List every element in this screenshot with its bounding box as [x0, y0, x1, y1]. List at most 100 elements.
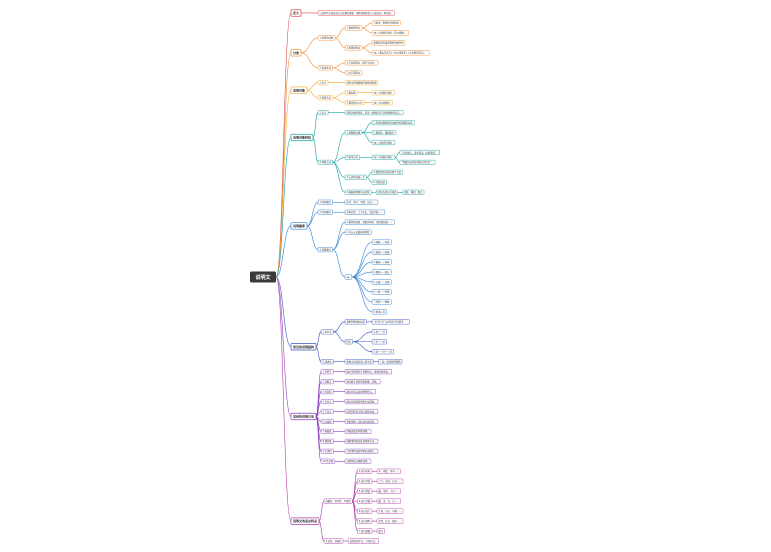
leaf-node[interactable]: 说明对象的特征，是这一事物区别于其他事物的标志。: [344, 110, 404, 116]
topic-node[interactable]: 事物之间层层深入的关系: [344, 359, 374, 365]
leaf-node[interactable]: 使用修辞手法、引用诗文。: [347, 538, 379, 544]
leaf-node[interactable]: 对事物加以解释说明。: [344, 458, 372, 464]
leaf-node[interactable]: 2.归纳总结: [371, 179, 387, 185]
leaf-node[interactable]: 通过举例说明了事物特征，使说明更具体。: [344, 369, 392, 375]
leaf-node[interactable]: 通过数字使说明更准确、具体。: [344, 379, 381, 385]
topic-node[interactable]: 3.表示程度: [357, 488, 373, 494]
topic-node[interactable]: 1.抓题眼关键: [344, 130, 363, 136]
leaf-node[interactable]: 用简明的语言揭示事物本质。: [344, 408, 379, 415]
leaf-node[interactable]: 2.可以从语篇结构判断: [344, 229, 372, 235]
topic-node[interactable]: 2.说明方法: [317, 95, 333, 101]
topic-node[interactable]: 6.分类别: [320, 418, 334, 424]
topic-node[interactable]: 1.表示时间: [357, 468, 373, 474]
topic-node[interactable]: 7.画图表: [320, 428, 334, 434]
leaf-node[interactable]: 4.整体——部分: [371, 269, 392, 275]
leaf-node[interactable]: 最、非常、十分……: [376, 488, 401, 494]
topic-node[interactable]: 3.从说明对象入手: [344, 174, 367, 180]
leaf-node[interactable]: “我国的石拱桥有悠久的历史”: [399, 159, 436, 165]
topic-node[interactable]: 2.看首段中心句: [344, 100, 365, 106]
leaf-node[interactable]: 8.由浅入深: [371, 309, 387, 315]
leaf-node[interactable]: 都、全、仅、只……: [376, 498, 401, 504]
topic-node[interactable]: 7.表示数量: [357, 528, 373, 534]
topic-node[interactable]: 2.表达形式: [317, 65, 333, 71]
topic-node[interactable]: 抓住各部分关键语: [376, 189, 398, 195]
leaf-node[interactable]: 2.原因——结果: [371, 249, 392, 255]
topic-node[interactable]: 6.表示频率: [357, 518, 373, 524]
leaf-node[interactable]: eg:《看云识天气》《向沙漠进军》《大自然的语言》: [371, 50, 430, 56]
topic-node[interactable]: 1.看标题: [344, 90, 358, 96]
topic-node[interactable]: 2.递进式: [320, 359, 334, 365]
branch-node[interactable]: 说明顺序: [290, 222, 308, 230]
leaf-node[interactable]: 2.文艺说明文: [344, 70, 363, 76]
leaf-node[interactable]: 通过比较突出事物的特点。: [344, 389, 376, 395]
topic-node[interactable]: 4.根据说明顺序去提炼: [344, 189, 372, 195]
topic-node[interactable]: 事物的整体和局部: [344, 319, 367, 325]
leaf-node[interactable]: 年代、季节、早晚、先后……: [344, 199, 379, 205]
topic-node[interactable]: 5.下定义: [320, 408, 334, 415]
leaf-node[interactable]: 2.看修饰、限制成分: [371, 130, 397, 136]
leaf-node[interactable]: 6.一般——特殊: [371, 289, 392, 295]
leaf-node[interactable]: 3.概括——具体: [371, 259, 392, 265]
leaf-node[interactable]: 1.总——分: [371, 329, 387, 335]
topic-node[interactable]: 2.抓中心句: [344, 154, 360, 160]
leaf-node[interactable]: 常常、往往、偶尔……: [376, 518, 404, 524]
leaf-node[interactable]: 上下、前后、左右……: [376, 478, 404, 484]
topic-node[interactable]: 1.时间顺序: [317, 199, 333, 205]
topic-node[interactable]: eg:: [344, 274, 353, 280]
topic-node[interactable]: 10.作诠释: [320, 458, 335, 464]
leaf-node[interactable]: eg:《苏州园林》: [371, 100, 393, 106]
topic-node[interactable]: 2.判断方法: [317, 159, 333, 165]
branch-node[interactable]: 说明文的语言特点: [290, 517, 320, 525]
leaf-node[interactable]: 2.分——总: [371, 339, 387, 345]
leaf-node[interactable]: 1.现象——本质: [371, 239, 392, 245]
topic-node[interactable]: eg:《中国石拱桥》: [371, 154, 396, 160]
leaf-node[interactable]: 描摹事物形态使说明更生动。: [344, 438, 379, 444]
topic-node[interactable]: 8.摹状貌: [320, 438, 334, 444]
topic-node[interactable]: 2.表示空间: [357, 478, 373, 484]
leaf-node[interactable]: 数字: [376, 528, 385, 534]
topic-node[interactable]: 4.打比方: [320, 399, 334, 405]
topic-node[interactable]: 9.引资料: [320, 448, 334, 454]
leaf-node[interactable]: 1.整体到局部、现象到本质、原因到结果……: [344, 219, 395, 225]
root-node[interactable]: 说明文: [250, 271, 276, 283]
leaf-node[interactable]: 1.平实说明文（科学小品文）: [344, 60, 379, 66]
leaf-node[interactable]: “总”和“分”之间存在内在联系: [371, 319, 410, 325]
topic-node[interactable]: 1.总分式: [320, 329, 334, 335]
leaf-node[interactable]: 以说明为主要表达方式来解说事物、阐明事理而给人以知识的一种文体。: [317, 10, 395, 16]
topic-node[interactable]: 3.作比较: [320, 389, 334, 395]
topic-node[interactable]: 1.按说明对象: [317, 35, 336, 41]
leaf-node[interactable]: 说明文所要阐述的事物或事理: [344, 80, 379, 86]
leaf-node[interactable]: 一层一层地说明事物: [378, 359, 403, 365]
topic-node[interactable]: 4.表示范围: [357, 498, 373, 504]
branch-node[interactable]: 定义: [290, 9, 302, 17]
leaf-node[interactable]: eg:《奇妙的克隆》: [371, 139, 396, 146]
leaf-node[interactable]: “历史悠久，形式优美，结构坚固”: [399, 149, 440, 155]
topic-node[interactable]: 2.事理说明文: [344, 45, 363, 51]
leaf-node[interactable]: 用图表使说明更直观。: [344, 428, 372, 434]
topic-node[interactable]: 2.空间顺序: [317, 209, 333, 215]
topic-node[interactable]: 准确性、科学性、严密性: [323, 498, 353, 504]
topic-node[interactable]: 1.举例子: [320, 369, 334, 375]
leaf-node[interactable]: 7.具体——抽象: [371, 299, 392, 305]
leaf-node[interactable]: 1.看所说明对象的哪个方面: [371, 169, 404, 175]
leaf-node[interactable]: 将事物按一定标准分类说明。: [344, 418, 379, 424]
topic-node[interactable]: 1.定义: [317, 80, 329, 86]
leaf-node[interactable]: 3.总——分——总: [371, 349, 394, 355]
topic-node[interactable]: 1.事物说明文: [344, 25, 363, 31]
branch-node[interactable]: 说明对象: [290, 86, 308, 94]
branch-node[interactable]: 常见的说明结构: [290, 343, 317, 351]
topic-node[interactable]: 2.列数字: [320, 379, 334, 385]
branch-node[interactable]: 常用的说明方法: [290, 412, 317, 421]
leaf-node[interactable]: eg:《中国石拱桥》: [371, 90, 396, 96]
leaf-node[interactable]: 引用资料使说明更有说服力。: [344, 448, 379, 454]
leaf-node[interactable]: 介绍某一事物的形状构造: [371, 20, 401, 26]
topic-node[interactable]: 形式: [344, 339, 353, 345]
branch-node[interactable]: 分类: [290, 49, 302, 57]
leaf-node[interactable]: 大约、左右、可能……: [376, 508, 404, 514]
topic-node[interactable]: 生动性、形象性: [323, 538, 344, 544]
leaf-node[interactable]: 东南西北、上下左右、前后内外……: [344, 209, 386, 215]
leaf-node[interactable]: 事理说明有着逻辑性和顺序性: [371, 40, 406, 46]
leaf-node[interactable]: 1.有的标题把说明对象的特征概括出来: [371, 120, 415, 126]
leaf-node[interactable]: 年、季度、早中……: [376, 468, 401, 474]
leaf-node[interactable]: 5.主要——次要: [371, 279, 392, 285]
